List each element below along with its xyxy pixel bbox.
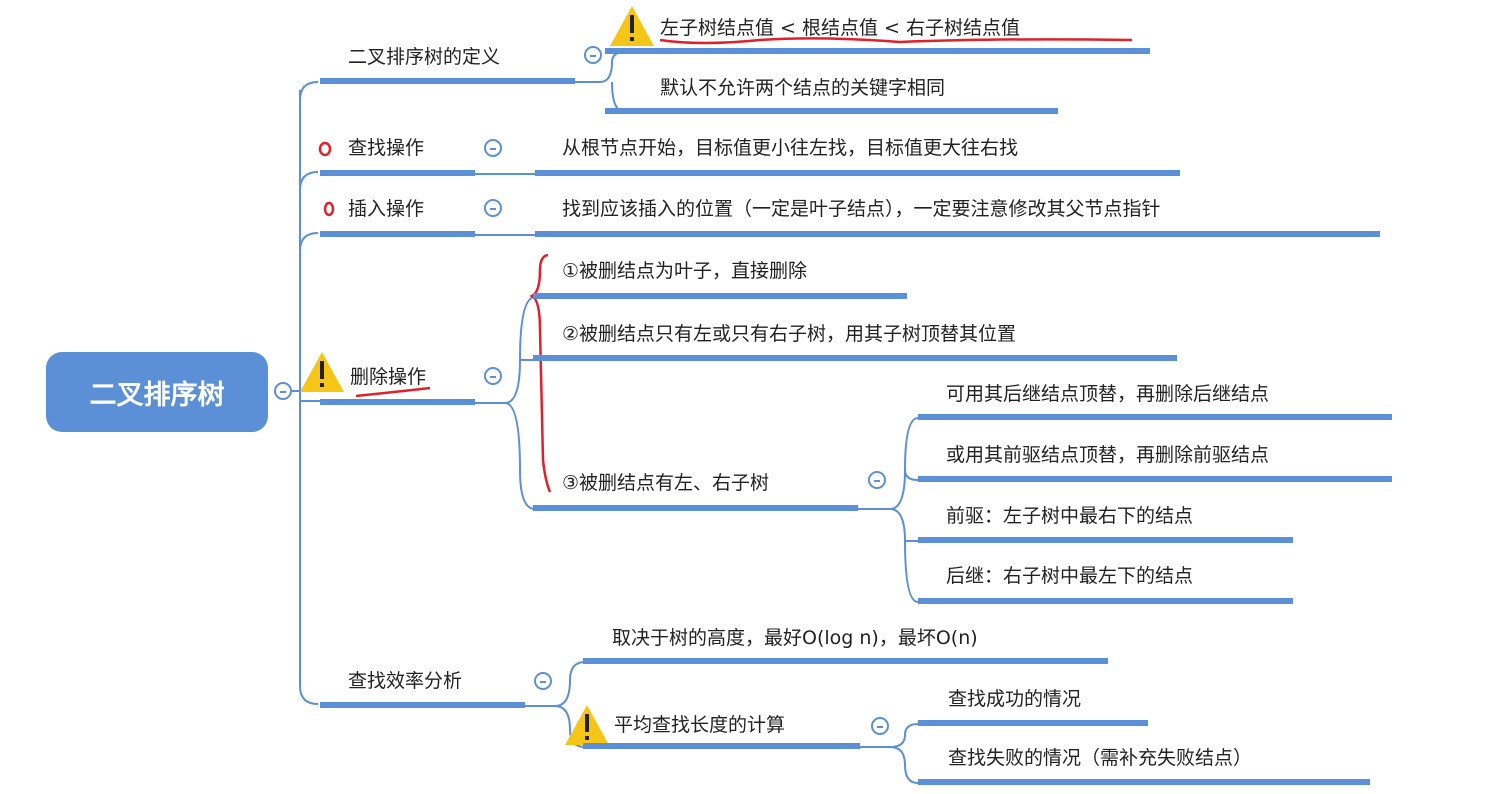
case3-child-3[interactable]: 前驱：左子树中最右下的结点: [946, 505, 1194, 527]
node-underline: [605, 48, 1150, 54]
efficiency-collapse-button[interactable]: [534, 672, 552, 690]
node-underline: [320, 78, 575, 84]
root-collapse-button[interactable]: [274, 382, 292, 400]
node-delete[interactable]: 删除操作: [350, 366, 427, 388]
warning-icon: [565, 705, 609, 745]
asl-child-2[interactable]: 查找失败的情况（需补充失败结点）: [948, 747, 1253, 769]
node-underline: [320, 399, 475, 405]
node-underline: [320, 170, 475, 176]
asl-child-1[interactable]: 查找成功的情况: [948, 688, 1082, 710]
node-underline: [918, 720, 1148, 726]
definition-child-2[interactable]: 默认不允许两个结点的关键字相同: [660, 77, 946, 99]
case3-child-4[interactable]: 后继：右子树中最左下的结点: [946, 565, 1194, 587]
node-underline: [535, 170, 1180, 176]
delete-case-2[interactable]: ②被删结点只有左或只有右子树，用其子树顶替其位置: [562, 323, 1017, 345]
node-underline: [918, 598, 1293, 604]
node-underline: [533, 505, 858, 511]
node-underline: [918, 537, 1293, 543]
case3-child-1[interactable]: 可用其后继结点顶替，再删除后继结点: [946, 383, 1270, 405]
node-search[interactable]: 查找操作: [348, 137, 425, 159]
node-underline: [918, 414, 1392, 420]
delete-case-1[interactable]: ①被删结点为叶子，直接删除: [562, 260, 808, 282]
case3-child-2[interactable]: 或用其前驱结点顶替，再删除前驱结点: [946, 444, 1270, 466]
efficiency-child-2[interactable]: 平均查找长度的计算: [614, 714, 786, 736]
node-underline: [533, 355, 1177, 361]
definition-child-1[interactable]: 左子树结点值 < 根结点值 < 右子树结点值: [660, 17, 1020, 39]
insert-collapse-button[interactable]: [484, 199, 502, 217]
delete-case-3[interactable]: ③被删结点有左、右子树: [562, 472, 770, 494]
warning-icon: [300, 352, 344, 392]
case3-collapse-button[interactable]: [868, 471, 886, 489]
node-underline: [320, 231, 475, 237]
node-underline: [605, 108, 1058, 114]
node-efficiency[interactable]: 查找效率分析: [348, 670, 463, 692]
definition-collapse-button[interactable]: [584, 46, 602, 64]
node-insert[interactable]: 插入操作: [348, 198, 425, 220]
node-definition[interactable]: 二叉排序树的定义: [348, 46, 501, 68]
node-underline: [918, 779, 1370, 785]
root-node[interactable]: 二叉排序树: [46, 352, 268, 432]
node-underline: [583, 743, 860, 749]
node-underline: [320, 702, 525, 708]
search-collapse-button[interactable]: [484, 139, 502, 157]
efficiency-child-1[interactable]: 取决于树的高度，最好O(log n)，最坏O(n): [612, 627, 978, 649]
node-underline: [583, 658, 1108, 664]
insert-child-1[interactable]: 找到应该插入的位置（一定是叶子结点），一定要注意修改其父节点指针: [562, 198, 1161, 220]
delete-collapse-button[interactable]: [484, 367, 502, 385]
node-underline: [535, 231, 1380, 237]
node-underline: [918, 476, 1392, 482]
asl-collapse-button[interactable]: [871, 717, 889, 735]
warning-icon: [610, 6, 654, 46]
node-underline: [533, 293, 907, 299]
search-child-1[interactable]: 从根节点开始，目标值更小往左找，目标值更大往右找: [562, 137, 1019, 159]
